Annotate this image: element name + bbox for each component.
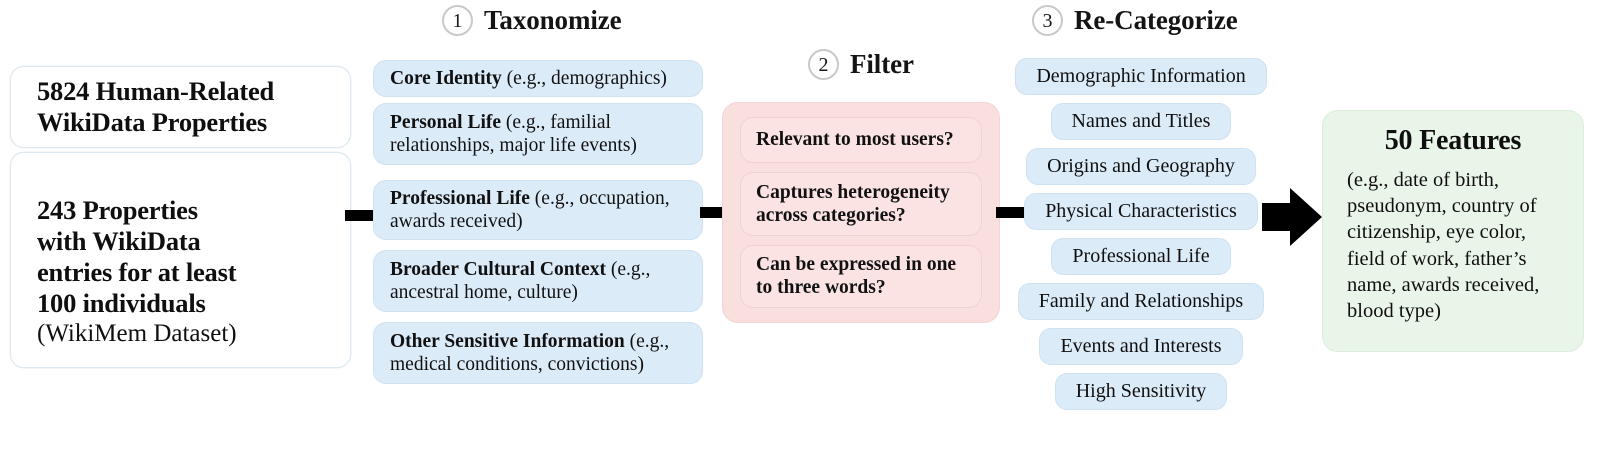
- wikimem-line1: 243 Properties: [37, 195, 198, 225]
- step-number-circle-2: 2: [808, 49, 839, 80]
- source-box-properties-line1: 5824 Human-Related: [37, 76, 275, 106]
- taxonomy-pill-professional-life-text: Professional Life (e.g., occupation, awa…: [390, 187, 686, 233]
- step-title-filter: Filter: [850, 49, 914, 79]
- taxonomy-pill-personal-life[interactable]: Personal Life (e.g., familial relationsh…: [373, 103, 703, 165]
- filter-panel: Relevant to most users? Captures heterog…: [722, 102, 1000, 323]
- taxonomy-pill-broader-cultural-context-text: Broader Cultural Context (e.g., ancestra…: [390, 258, 686, 304]
- taxonomy-other-sensitive-bold: Other Sensitive Information: [390, 330, 625, 352]
- connector-taxonomize-to-filter: [700, 207, 740, 218]
- recat-pill-high-sensitivity[interactable]: High Sensitivity: [1054, 373, 1228, 410]
- filter-criterion-relevance[interactable]: Relevant to most users?: [740, 117, 982, 163]
- step-number-circle-1: 1: [442, 5, 473, 36]
- filter-criterion-relevance-text: Relevant to most users?: [756, 129, 954, 151]
- step-title-taxonomize: Taxonomize: [484, 5, 622, 35]
- taxonomy-pill-core-identity-text: Core Identity (e.g., demographics): [390, 67, 686, 90]
- filter-criterion-heterogeneity[interactable]: Captures heterogeneity across categories…: [740, 172, 982, 236]
- recat-pill-physical-characteristics[interactable]: Physical Characteristics: [1024, 193, 1258, 230]
- result-title: 50 Features: [1384, 125, 1522, 156]
- taxonomy-core-identity-rest: (e.g., demographics): [501, 67, 667, 89]
- recategorize-list: Demographic Information Names and Titles…: [1010, 58, 1272, 410]
- taxonomy-other-sensitive-rest: (e.g., medical conditions, convictions): [390, 330, 670, 375]
- arrow-right-icon: [1262, 188, 1322, 246]
- taxonomy-professional-life-rest: (e.g., occupation, awards received): [390, 187, 670, 232]
- wikimem-line3: entries for at least: [37, 257, 237, 287]
- taxonomy-core-identity-bold: Core Identity: [390, 67, 502, 89]
- taxonomy-broader-cultural-rest: (e.g., ancestral home, culture): [390, 258, 651, 303]
- taxonomy-pill-other-sensitive-information-text: Other Sensitive Information (e.g., medic…: [390, 330, 686, 376]
- filter-criterion-brevity[interactable]: Can be expressed in one to three words?: [740, 244, 982, 308]
- recat-pill-professional-life[interactable]: Professional Life: [1051, 238, 1231, 275]
- recat-pill-family-and-relationships[interactable]: Family and Relationships: [1017, 283, 1265, 320]
- source-box-wikimem: 243 Properties with WikiData entries for…: [10, 152, 351, 368]
- connector-source-to-taxonomize: [345, 210, 380, 221]
- filter-criterion-brevity-text: Can be expressed in one to three words?: [756, 254, 957, 299]
- arrow-recategorize-to-result: [1262, 186, 1324, 248]
- source-box-properties-line2: WikiData Properties: [37, 107, 268, 137]
- taxonomy-pill-personal-life-text: Personal Life (e.g., familial relationsh…: [390, 111, 686, 157]
- taxonomy-personal-life-rest: (e.g., familial relationships, major lif…: [390, 111, 637, 156]
- taxonomy-pill-core-identity[interactable]: Core Identity (e.g., demographics): [373, 60, 703, 97]
- step-number-circle-3: 3: [1032, 5, 1063, 36]
- taxonomy-personal-life-bold: Personal Life: [390, 111, 502, 133]
- taxonomy-pill-other-sensitive-information[interactable]: Other Sensitive Information (e.g., medic…: [373, 322, 703, 384]
- recat-pill-events-and-interests[interactable]: Events and Interests: [1039, 328, 1243, 365]
- step-header-filter: 2 Filter: [808, 49, 914, 80]
- taxonomy-broader-cultural-bold: Broader Cultural Context: [390, 258, 606, 280]
- recat-pill-names-and-titles[interactable]: Names and Titles: [1050, 103, 1232, 140]
- step-header-taxonomize: 1 Taxonomize: [442, 5, 622, 36]
- step-header-recategorize: 3 Re-Categorize: [1032, 5, 1238, 36]
- filter-criterion-heterogeneity-text: Captures heterogeneity across categories…: [756, 181, 950, 226]
- source-box-properties: 5824 Human-Related WikiData Properties: [10, 66, 351, 148]
- result-examples: (e.g., date of birth, pseudonym, country…: [1347, 169, 1540, 323]
- wikimem-line2: with WikiData: [37, 226, 201, 256]
- wikimem-line5: (WikiMem Dataset): [37, 320, 237, 347]
- connector-filter-to-recategorize: [996, 207, 1036, 218]
- result-box-features: 50 Features (e.g., date of birth, pseudo…: [1322, 110, 1584, 352]
- recat-pill-origins-and-geography[interactable]: Origins and Geography: [1026, 148, 1256, 185]
- taxonomy-pill-professional-life[interactable]: Professional Life (e.g., occupation, awa…: [373, 180, 703, 240]
- taxonomy-pill-broader-cultural-context[interactable]: Broader Cultural Context (e.g., ancestra…: [373, 250, 703, 312]
- recat-pill-demographic-information[interactable]: Demographic Information: [1015, 58, 1267, 95]
- wikimem-line4: 100 individuals: [37, 288, 206, 318]
- step-title-recategorize: Re-Categorize: [1074, 5, 1238, 35]
- taxonomy-professional-life-bold: Professional Life: [390, 187, 530, 209]
